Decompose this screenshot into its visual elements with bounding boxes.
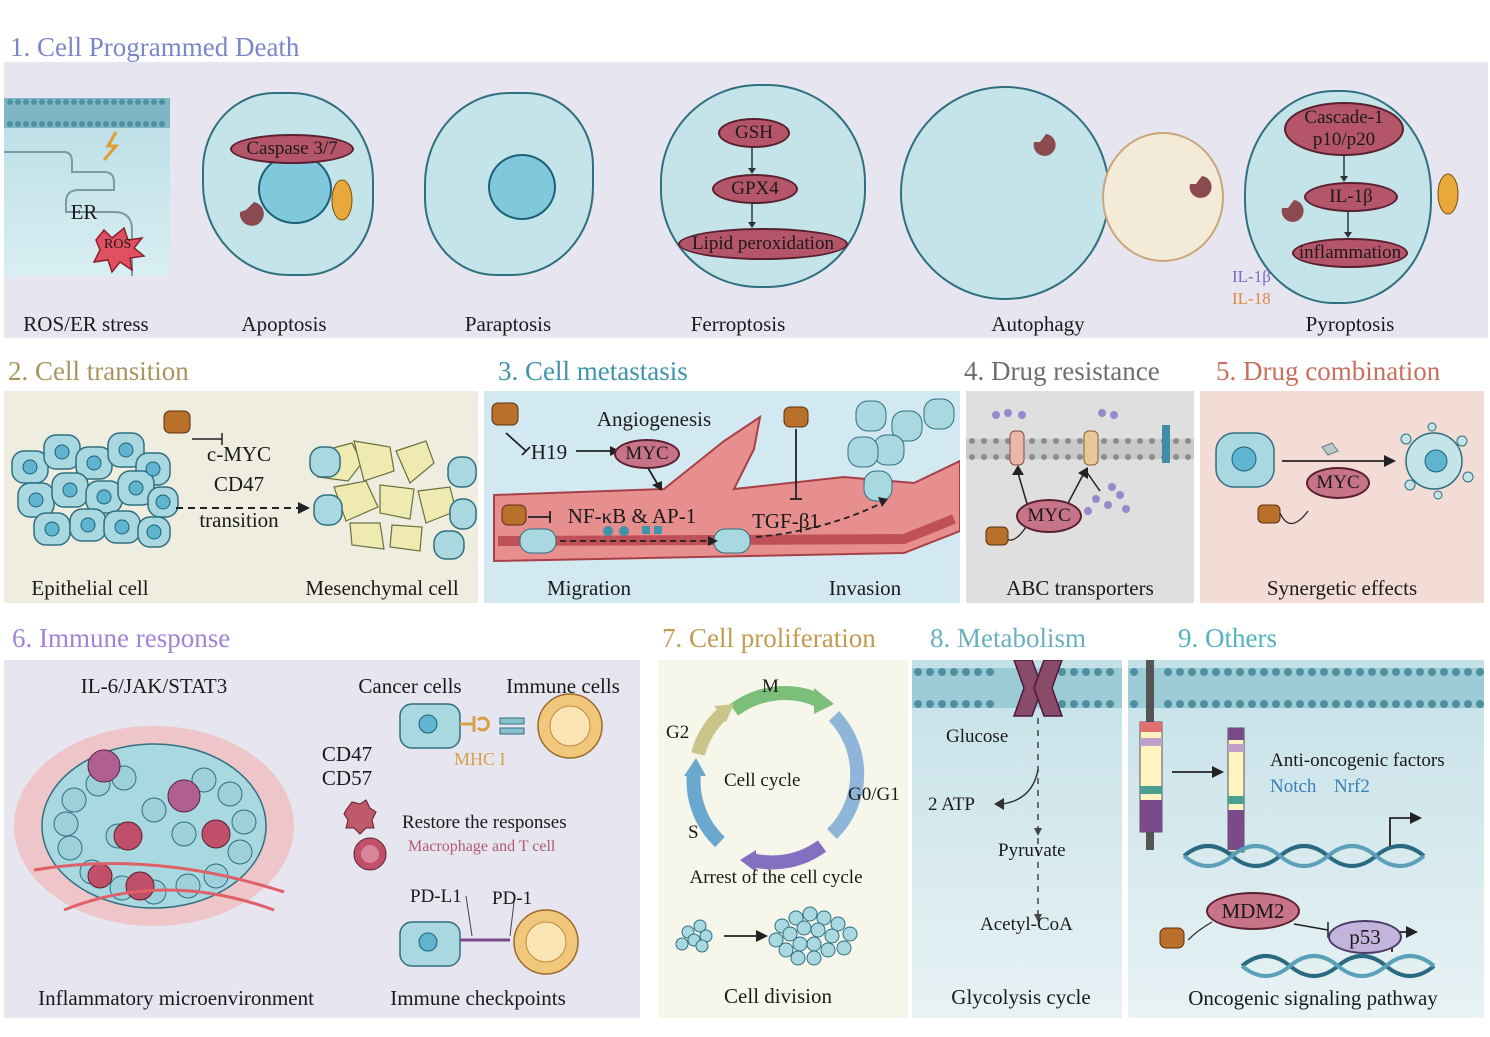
checkpoints-label: Immune checkpoints bbox=[390, 986, 566, 1010]
section-4-title: 4. Drug resistance bbox=[964, 356, 1160, 386]
vessel-drawing bbox=[491, 398, 960, 563]
caspase-pill: Caspase 3/7 bbox=[230, 134, 354, 164]
mdm2-pill: MDM2 bbox=[1206, 892, 1300, 930]
section-9-title: 9. Others bbox=[1178, 623, 1277, 653]
pyroptosis-label: Pyroptosis bbox=[1305, 312, 1395, 336]
nfkb-label: NF-κB & AP-1 bbox=[567, 504, 697, 528]
glycolysis-label: Glycolysis cycle bbox=[951, 985, 1091, 1009]
section-7-title: 7. Cell proliferation bbox=[662, 623, 876, 653]
section-1-title: 1. Cell Programmed Death bbox=[10, 32, 300, 62]
cascade-line-1: Cascade-1 bbox=[1304, 107, 1384, 128]
autophagy-cell bbox=[900, 86, 1110, 300]
lipid-peroxidation-pill: Lipid peroxidation bbox=[678, 228, 848, 260]
c-myc-label: c-MYC bbox=[206, 442, 272, 466]
paraptosis-label: Paraptosis bbox=[464, 312, 552, 336]
death-arrows bbox=[239, 134, 1459, 238]
pyruvate-label: Pyruvate bbox=[998, 840, 1066, 861]
ferroptosis-label: Ferroptosis bbox=[690, 312, 786, 336]
cascade-line-2: p10/p20 bbox=[1312, 129, 1376, 150]
epithelial-label: Epithelial cell bbox=[31, 576, 149, 600]
programmed-death-panel: ER ROS Caspase 3/7 GSH GPX4 Lipid peroxi… bbox=[4, 62, 1488, 338]
cell-cycle-center: Cell cycle bbox=[724, 770, 801, 791]
transition-drawing bbox=[11, 410, 477, 560]
cell-transition-panel: c-MYC CD47 transition Epithelial cell Me… bbox=[4, 391, 478, 603]
atp-label: 2 ATP bbox=[928, 794, 975, 815]
nrf2-label: Nrf2 bbox=[1334, 776, 1370, 797]
phase-g2-label: G2 bbox=[666, 722, 690, 743]
paraptosis-nucleus bbox=[488, 154, 556, 220]
metabolism-drawing bbox=[912, 660, 1122, 922]
angiogenesis-label: Angiogenesis bbox=[596, 407, 712, 431]
cell-division-label: Cell division bbox=[724, 984, 832, 1008]
migration-label: Migration bbox=[547, 576, 631, 600]
immune-drawing bbox=[14, 693, 603, 975]
others-panel: Anti-oncogenic factors Notch Nrf2 MDM2 p… bbox=[1128, 660, 1484, 1018]
il1b-pill: IL-1β bbox=[1304, 182, 1398, 212]
section-2-title: 2. Cell transition bbox=[8, 356, 189, 386]
acetyl-coa-label: Acetyl-CoA bbox=[980, 914, 1073, 935]
p53-pill: p53 bbox=[1328, 920, 1402, 954]
metabolism-panel: Glucose 2 ATP Pyruvate Acetyl-CoA Glycol… bbox=[912, 660, 1122, 1018]
metastasis-panel: Angiogenesis H19 MYC NF-κB & AP-1 TGF-β1… bbox=[484, 391, 960, 603]
immune-cells-label: Immune cells bbox=[506, 674, 620, 698]
metastasis-myc-pill: MYC bbox=[614, 439, 680, 469]
er-label: ER bbox=[70, 200, 98, 224]
transition-label: transition bbox=[199, 508, 279, 532]
resistance-myc-pill: MYC bbox=[1016, 499, 1082, 533]
il6-pathway-label: IL-6/JAK/STAT3 bbox=[80, 674, 228, 698]
mhc-label: MHC I bbox=[454, 749, 506, 769]
gsh-pill: GSH bbox=[718, 118, 790, 148]
apoptosis-nucleus bbox=[258, 154, 332, 224]
restore-label: Restore the responses bbox=[402, 812, 567, 833]
glucose-label: Glucose bbox=[946, 726, 1009, 747]
cd57-label: CD57 bbox=[321, 766, 373, 790]
cancer-cells-label: Cancer cells bbox=[358, 674, 462, 698]
autolysosome bbox=[1102, 132, 1224, 262]
immune-response-panel: IL-6/JAK/STAT3 Cancer cells Immune cells… bbox=[4, 660, 640, 1018]
oncogenic-pathway-label: Oncogenic signaling pathway bbox=[1188, 986, 1438, 1010]
synergetic-label: Synergetic effects bbox=[1266, 576, 1418, 600]
ros-er-stress-label: ROS/ER stress bbox=[23, 312, 149, 336]
proliferation-panel: M G2 G0/G1 S Cell cycle Arrest of the ce… bbox=[658, 660, 908, 1018]
section-3-title: 3. Cell metastasis bbox=[498, 356, 688, 386]
phase-g0g1-label: G0/G1 bbox=[848, 784, 900, 805]
restore-sub-label: Macrophage and T cell bbox=[408, 838, 556, 855]
phase-m-label: M bbox=[762, 676, 779, 697]
anti-oncogenic-label: Anti-oncogenic factors bbox=[1270, 750, 1445, 771]
combination-drawing bbox=[1215, 422, 1474, 525]
abc-transporters-label: ABC transporters bbox=[1006, 576, 1154, 600]
gpx4-pill: GPX4 bbox=[712, 174, 798, 204]
pd1-label: PD-1 bbox=[492, 888, 533, 909]
inflammatory-label: Inflammatory microenvironment bbox=[38, 986, 314, 1010]
mesenchymal-label: Mesenchymal cell bbox=[305, 576, 459, 600]
pyro-cyto-1: IL-1β bbox=[1232, 267, 1271, 286]
er-membrane-drawing bbox=[4, 98, 170, 276]
section-5-title: 5. Drug combination bbox=[1216, 356, 1441, 386]
others-drawing bbox=[1128, 660, 1484, 978]
section-8-title: 8. Metabolism bbox=[930, 623, 1086, 653]
tgfb-label: TGF-β1 bbox=[752, 509, 820, 533]
cd47-immune-label: CD47 bbox=[321, 742, 373, 766]
invasion-label: Invasion bbox=[828, 576, 902, 600]
pyro-cyto-2: IL-18 bbox=[1232, 289, 1271, 308]
section-6-title: 6. Immune response bbox=[12, 623, 231, 653]
autophagy-label: Autophagy bbox=[991, 312, 1085, 336]
h19-label: H19 bbox=[530, 440, 568, 464]
arrest-label: Arrest of the cell cycle bbox=[689, 867, 863, 888]
combination-myc-pill: MYC bbox=[1306, 467, 1370, 499]
drug-resistance-panel: MYC ABC transporters bbox=[966, 391, 1194, 603]
inflammation-pill: inflammation bbox=[1292, 238, 1408, 268]
resistance-drawing bbox=[966, 409, 1194, 546]
cd47-label: CD47 bbox=[213, 472, 265, 496]
drug-combination-panel: MYC Synergetic effects bbox=[1200, 391, 1484, 603]
notch-label: Notch bbox=[1270, 776, 1317, 797]
cell-cycle-drawing bbox=[675, 686, 865, 966]
ros-badge: ROS bbox=[104, 237, 132, 252]
pdl1-label: PD-L1 bbox=[410, 886, 462, 907]
phase-s-label: S bbox=[688, 822, 699, 843]
apoptosis-label: Apoptosis bbox=[241, 312, 327, 336]
